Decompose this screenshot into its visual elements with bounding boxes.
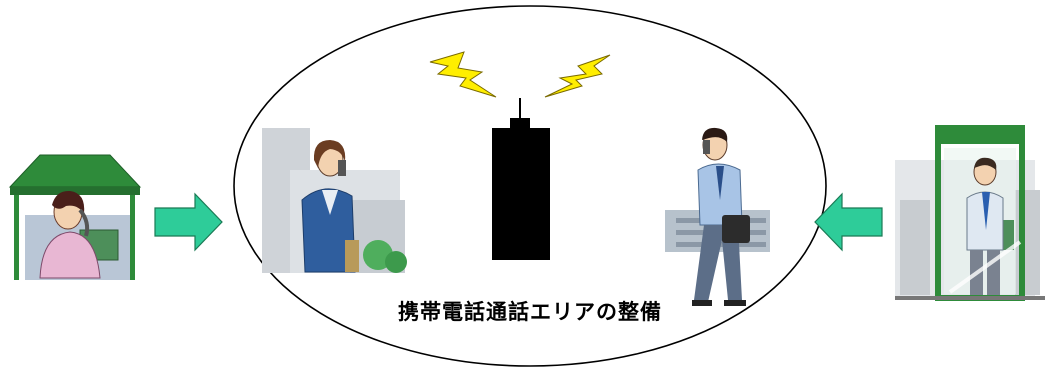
phone-booth-man-illustration (895, 125, 1045, 301)
diagram-caption: 携帯電話通話エリアの整備 (398, 300, 662, 324)
left-arrow (814, 192, 883, 252)
man-with-mobile-illustration (665, 127, 770, 306)
coverage-area-ellipse (233, 5, 827, 367)
lightning-bolt-right (544, 54, 611, 98)
lightning-bolt-left (429, 51, 497, 98)
right-arrow (154, 192, 223, 252)
woman-with-mobile-illustration (262, 128, 407, 273)
phone-booth-woman-illustration (8, 154, 142, 280)
cell-tower-building (492, 98, 550, 260)
